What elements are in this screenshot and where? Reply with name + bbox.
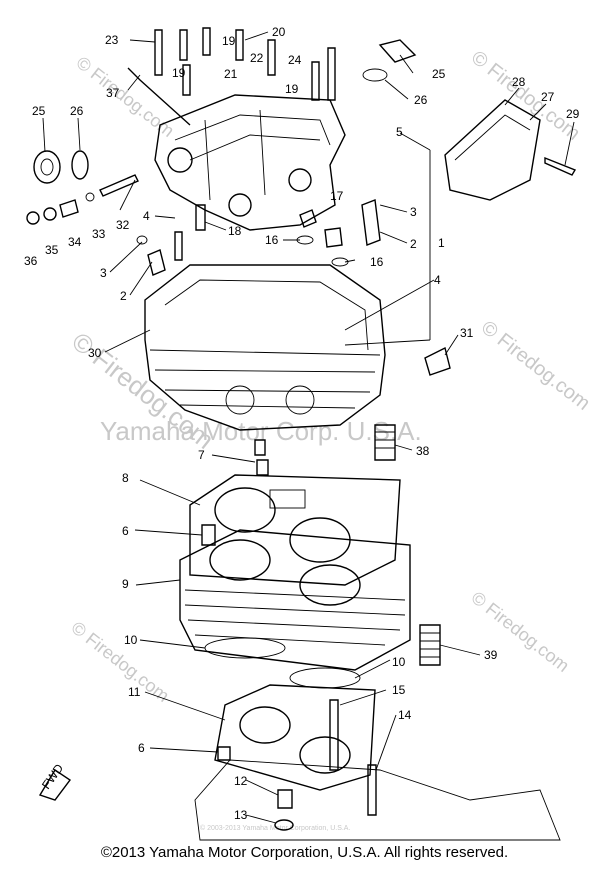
watermark-firedog-mid-right: © Firedog.com bbox=[477, 317, 594, 415]
callout-25: 25 bbox=[32, 104, 46, 118]
crankcase-outline bbox=[194, 759, 561, 841]
callout-24: 24 bbox=[288, 53, 302, 67]
watermark-yamaha: Yamaha Motor Corp. U.S.A. bbox=[100, 416, 422, 446]
callout-19: 19 bbox=[285, 82, 299, 96]
leader-lines bbox=[42, 31, 575, 824]
cylinder-head bbox=[144, 199, 451, 461]
callout-37: 37 bbox=[106, 86, 120, 100]
callout-31: 31 bbox=[460, 326, 474, 340]
fwd-label: FWD bbox=[39, 761, 66, 792]
callout-25: 25 bbox=[432, 67, 446, 81]
callout-14: 14 bbox=[398, 708, 412, 722]
callout-22: 22 bbox=[250, 51, 264, 65]
callout-30: 30 bbox=[88, 346, 102, 360]
callout-18: 18 bbox=[228, 224, 242, 238]
callout-4: 4 bbox=[143, 209, 150, 223]
top-bolts bbox=[127, 27, 336, 126]
callout-3: 3 bbox=[410, 205, 417, 219]
callout-39: 39 bbox=[484, 648, 498, 662]
callout-1: 1 bbox=[438, 236, 445, 250]
watermark-firedog-lower-right: © Firedog.com bbox=[468, 587, 574, 676]
dowels bbox=[201, 439, 294, 831]
callout-17: 17 bbox=[330, 189, 344, 203]
side-cover bbox=[362, 39, 577, 201]
valve-cover bbox=[154, 94, 346, 231]
callout-5: 5 bbox=[396, 125, 403, 139]
callout-9: 9 bbox=[122, 577, 129, 591]
callout-7: 7 bbox=[198, 448, 205, 462]
callout-21: 21 bbox=[224, 67, 238, 81]
left-small-parts bbox=[26, 150, 166, 276]
callout-6: 6 bbox=[122, 524, 129, 538]
callout-32: 32 bbox=[116, 218, 130, 232]
callout-19: 19 bbox=[172, 66, 186, 80]
watermark-firedog-lower-left: © Firedog.com bbox=[68, 617, 174, 706]
copyright-notice: ©2013 Yamaha Motor Corporation, U.S.A. A… bbox=[100, 844, 509, 861]
fwd-arrow: FWD bbox=[38, 761, 72, 801]
callout-labels: 23 19 19 22 20 24 21 19 37 25 26 25 26 2… bbox=[24, 25, 580, 822]
callout-33: 33 bbox=[92, 227, 106, 241]
callout-16: 16 bbox=[265, 233, 279, 247]
callout-20: 20 bbox=[272, 25, 286, 39]
head-gasket bbox=[189, 474, 401, 586]
callout-23: 23 bbox=[105, 33, 119, 47]
callout-8: 8 bbox=[122, 471, 129, 485]
callout-10: 10 bbox=[392, 655, 406, 669]
callout-11: 11 bbox=[128, 685, 141, 699]
callout-2: 2 bbox=[120, 289, 127, 303]
callout-16: 16 bbox=[370, 255, 384, 269]
callout-13: 13 bbox=[234, 808, 248, 822]
callout-26: 26 bbox=[414, 93, 428, 107]
callout-12: 12 bbox=[234, 774, 248, 788]
callout-38: 38 bbox=[416, 444, 430, 458]
callout-28: 28 bbox=[512, 75, 526, 89]
callout-3: 3 bbox=[100, 266, 107, 280]
callout-4: 4 bbox=[434, 273, 441, 287]
callout-29: 29 bbox=[566, 107, 580, 121]
callout-27: 27 bbox=[541, 90, 555, 104]
watermark-small: © 2003-2013 Yamaha Motor Corporation, U.… bbox=[200, 824, 350, 832]
callout-19: 19 bbox=[222, 34, 236, 48]
callout-15: 15 bbox=[392, 683, 406, 697]
callout-34: 34 bbox=[68, 235, 82, 249]
base-gasket bbox=[214, 684, 377, 816]
callout-2: 2 bbox=[410, 237, 417, 251]
callout-10: 10 bbox=[124, 633, 138, 647]
callout-6: 6 bbox=[138, 741, 145, 755]
cylinder-block bbox=[179, 529, 441, 689]
callout-26: 26 bbox=[70, 104, 84, 118]
callout-35: 35 bbox=[45, 243, 59, 257]
watermark-firedog-top-right: © Firedog.com bbox=[467, 47, 584, 145]
callout-36: 36 bbox=[24, 254, 38, 268]
